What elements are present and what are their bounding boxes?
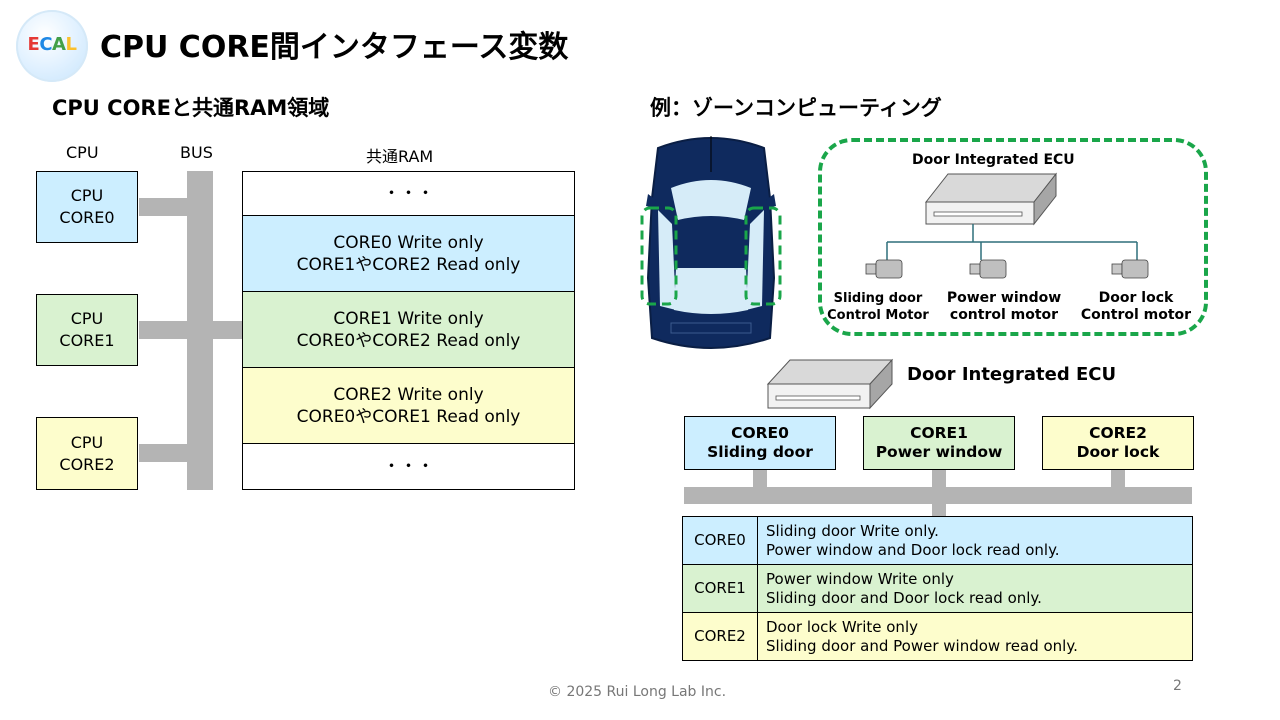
cpu-core1-box: CPU CORE1 xyxy=(36,294,138,366)
motor-label-window: Power window control motor xyxy=(940,290,1068,324)
bus-column-label: BUS xyxy=(180,143,213,162)
ram-ellipsis-top: ・・・ xyxy=(243,172,574,216)
bus-link-core2-right xyxy=(1111,470,1125,488)
table-core1-line2: Sliding door and Door lock read only. xyxy=(766,588,1042,607)
core0-box: CORE0 Sliding door xyxy=(684,416,836,470)
ram-row-core0-line2: CORE1やCORE2 Read only xyxy=(296,254,521,275)
logo-letter-e: E xyxy=(27,34,40,55)
ecu-title: Door Integrated ECU xyxy=(907,364,1117,385)
table-row-core1: CORE1 Power window Write only Sliding do… xyxy=(682,564,1193,613)
bus-link-core1-ram xyxy=(139,321,243,339)
cpu-column-label: CPU xyxy=(66,143,99,162)
motor-label-window-line2: control motor xyxy=(949,307,1059,323)
motor-label-sliding-line2: Control Motor xyxy=(827,308,929,323)
ecal-logo: ECAL xyxy=(16,10,88,82)
bus-link-core0-right xyxy=(753,470,767,488)
ram-row-core2: CORE2 Write only CORE0やCORE1 Read only xyxy=(243,368,574,444)
cpu-core0-line1: CPU xyxy=(70,186,104,205)
zone-ecu-boundary xyxy=(818,138,1208,336)
cpu-core0-line2: CORE0 xyxy=(59,208,115,227)
cpu-core1-line1: CPU xyxy=(70,309,104,328)
motor-label-sliding-line1: Sliding door xyxy=(833,291,923,306)
cpu-core2-line1: CPU xyxy=(70,432,104,452)
motor-icon-1 xyxy=(865,259,903,279)
ram-ellipsis-top-text: ・・・ xyxy=(383,183,434,204)
table-core1-line1: Power window Write only xyxy=(766,569,954,588)
logo-letter-c: C xyxy=(39,34,53,55)
cpu-core2-box: CPU CORE2 xyxy=(36,417,138,490)
motor-label-lock-line1: Door lock xyxy=(1098,290,1174,306)
ram-row-core0: CORE0 Write only CORE1やCORE2 Read only xyxy=(243,216,574,292)
shared-ram-block: ・・・ CORE0 Write only CORE1やCORE2 Read on… xyxy=(242,171,575,490)
core2-line1: CORE2 xyxy=(1089,424,1147,442)
motor-label-lock-line2: Control motor xyxy=(1080,307,1192,323)
zone-ecu-diagram xyxy=(865,172,1149,279)
motor-label-window-line1: Power window xyxy=(946,290,1062,306)
bus-link-core0 xyxy=(139,198,189,216)
cpu-core0-box: CPU CORE0 xyxy=(36,171,138,243)
bus-link-table xyxy=(932,503,946,517)
ram-row-core1-line1: CORE1 Write only xyxy=(333,308,484,329)
table-core0-line2: Power window and Door lock read only. xyxy=(766,540,1060,559)
core0-line2: Sliding door xyxy=(707,443,813,461)
car-illustration xyxy=(640,136,782,349)
table-cell-core1: CORE1 xyxy=(682,564,758,613)
table-cell-core0: CORE0 xyxy=(682,516,758,565)
logo-letter-l: L xyxy=(65,34,77,55)
logo-letter-a: A xyxy=(52,34,66,55)
core2-line2: Door lock xyxy=(1076,443,1160,461)
right-subtitle: 例：ゾーンコンピューティング xyxy=(650,96,942,120)
ecu-bus-bar xyxy=(684,487,1192,504)
bus-link-core2 xyxy=(139,444,189,462)
core2-box: CORE2 Door lock xyxy=(1042,416,1194,470)
page-title: CPU CORE間インタフェース変数 xyxy=(100,30,569,65)
ram-ellipsis-bottom-text: ・・・ xyxy=(383,456,434,477)
motor-icon-3 xyxy=(1111,259,1149,279)
core1-line2: Power window xyxy=(875,443,1003,461)
ram-row-core1-line2: CORE0やCORE2 Read only xyxy=(296,330,521,351)
table-cell-core1-desc: Power window Write only Sliding door and… xyxy=(757,564,1193,613)
motor-icon-2 xyxy=(969,259,1007,279)
ecu-device-icon xyxy=(766,358,894,410)
cpu-core2-line2: CORE2 xyxy=(59,454,115,474)
table-core2-line1: Door lock Write only xyxy=(766,617,918,636)
table-core2-line2: Sliding door and Power window read only. xyxy=(766,636,1078,655)
ram-ellipsis-bottom: ・・・ xyxy=(243,444,574,489)
table-cell-core2: CORE2 xyxy=(682,612,758,661)
left-subtitle: CPU COREと共通RAM領域 xyxy=(52,96,330,120)
page-number: 2 xyxy=(1173,678,1182,694)
ram-row-core1: CORE1 Write only CORE0やCORE2 Read only xyxy=(243,292,574,368)
ram-row-core2-line2: CORE0やCORE1 Read only xyxy=(296,406,521,427)
ram-column-label: 共通RAM xyxy=(366,147,434,166)
core0-line1: CORE0 xyxy=(731,424,789,442)
logo-text: ECAL xyxy=(16,34,88,55)
core1-box: CORE1 Power window xyxy=(863,416,1015,470)
motor-label-sliding: Sliding door Control Motor xyxy=(824,290,932,324)
core-access-table: CORE0 Sliding door Write only. Power win… xyxy=(682,516,1193,661)
cpu-core1-line2: CORE1 xyxy=(59,331,115,350)
zone-ecu-title: Door Integrated ECU xyxy=(912,152,1075,168)
table-cell-core0-desc: Sliding door Write only. Power window an… xyxy=(757,516,1193,565)
ram-row-core0-line1: CORE0 Write only xyxy=(333,232,484,253)
table-row-core2: CORE2 Door lock Write only Sliding door … xyxy=(682,612,1193,661)
core1-line1: CORE1 xyxy=(910,424,968,442)
bus-link-core1-right xyxy=(932,470,946,488)
table-cell-core2-desc: Door lock Write only Sliding door and Po… xyxy=(757,612,1193,661)
ram-row-core2-line1: CORE2 Write only xyxy=(333,384,484,405)
copyright-text: © 2025 Rui Long Lab Inc. xyxy=(548,684,727,700)
table-core0-line1: Sliding door Write only. xyxy=(766,521,939,540)
motor-label-lock: Door lock Control motor xyxy=(1076,290,1196,324)
table-row-core0: CORE0 Sliding door Write only. Power win… xyxy=(682,516,1193,565)
